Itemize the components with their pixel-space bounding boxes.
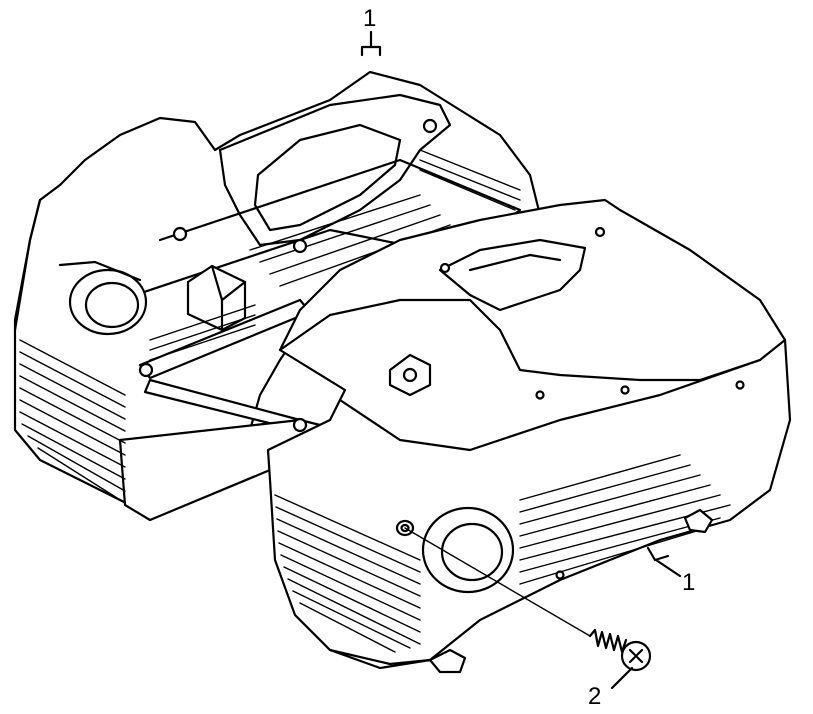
right-callout-bracket: [646, 546, 670, 562]
leader-lines: [360, 30, 682, 690]
screw-part: [588, 628, 652, 672]
callout-label-right: 1: [682, 569, 695, 596]
front-housing-half: [266, 198, 792, 674]
top-callout-bracket: [360, 45, 382, 57]
right-callout-leader: [654, 558, 682, 578]
screw-axis-line: [404, 527, 591, 637]
callout-label-top: 1: [363, 5, 376, 32]
screw-callout-leader: [610, 666, 634, 690]
rear-housing-half: [13, 70, 542, 522]
callout-label-bottom: 2: [588, 683, 601, 710]
